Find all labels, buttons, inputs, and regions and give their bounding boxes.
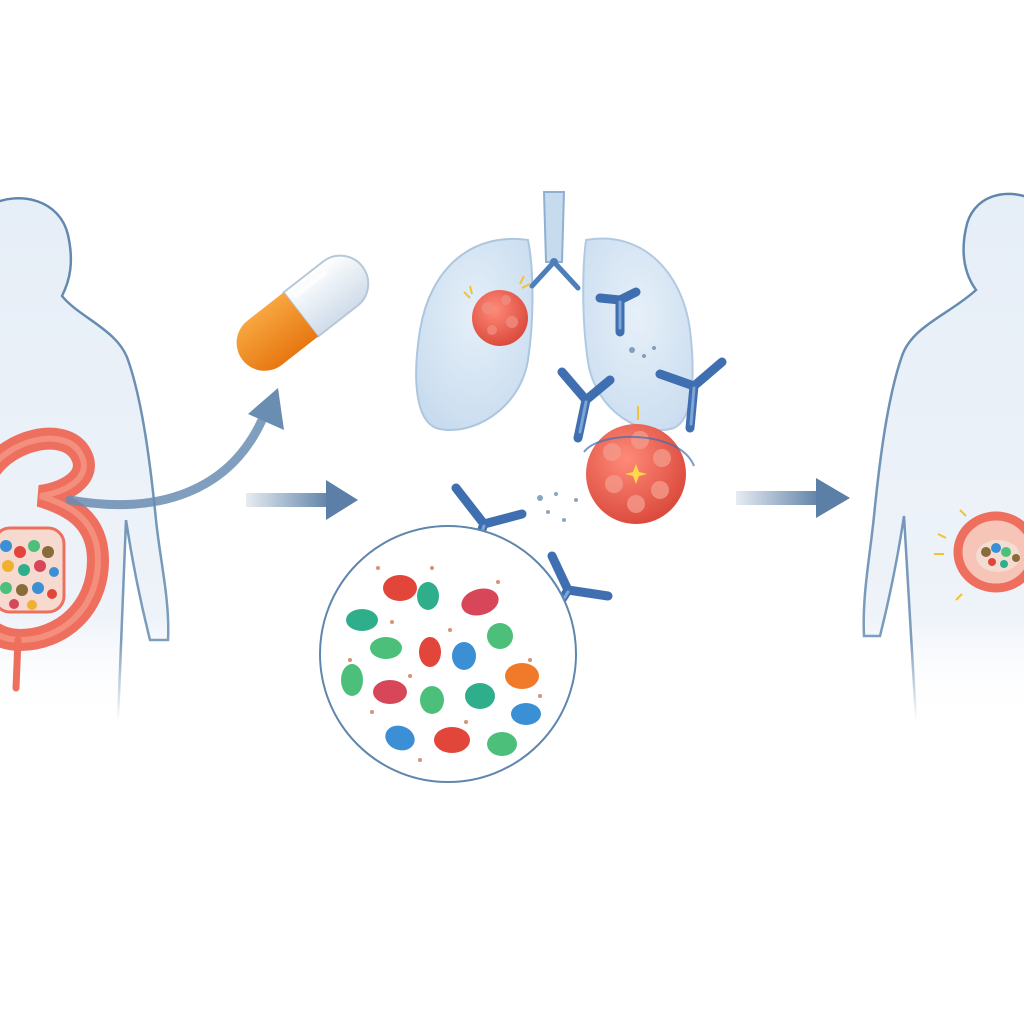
curved-arrow-icon [65, 415, 267, 510]
bacteria-cluster-icon [319, 525, 577, 783]
capsule-icon [236, 254, 370, 371]
lungs-icon [415, 191, 694, 432]
flow-arrow-2 [736, 478, 850, 518]
gut-bacteria-cluster [981, 543, 1020, 568]
gut-bacteria-cluster [0, 540, 59, 610]
human-silhouette-icon [862, 192, 1024, 722]
patient-after [862, 192, 1024, 722]
lung-immune-response [319, 191, 727, 783]
tumor-cell-icon [463, 275, 531, 346]
intestine-icon [934, 509, 1024, 601]
flow-arrow-1 [246, 480, 358, 520]
curved-arrow-head [248, 388, 284, 430]
bacteria-items [341, 575, 541, 756]
bacteria-debris [348, 566, 542, 762]
tumor-cell-icon-large [583, 406, 695, 524]
particle-dots [537, 346, 656, 522]
intestine-icon [0, 427, 110, 692]
patient-before [0, 197, 170, 722]
